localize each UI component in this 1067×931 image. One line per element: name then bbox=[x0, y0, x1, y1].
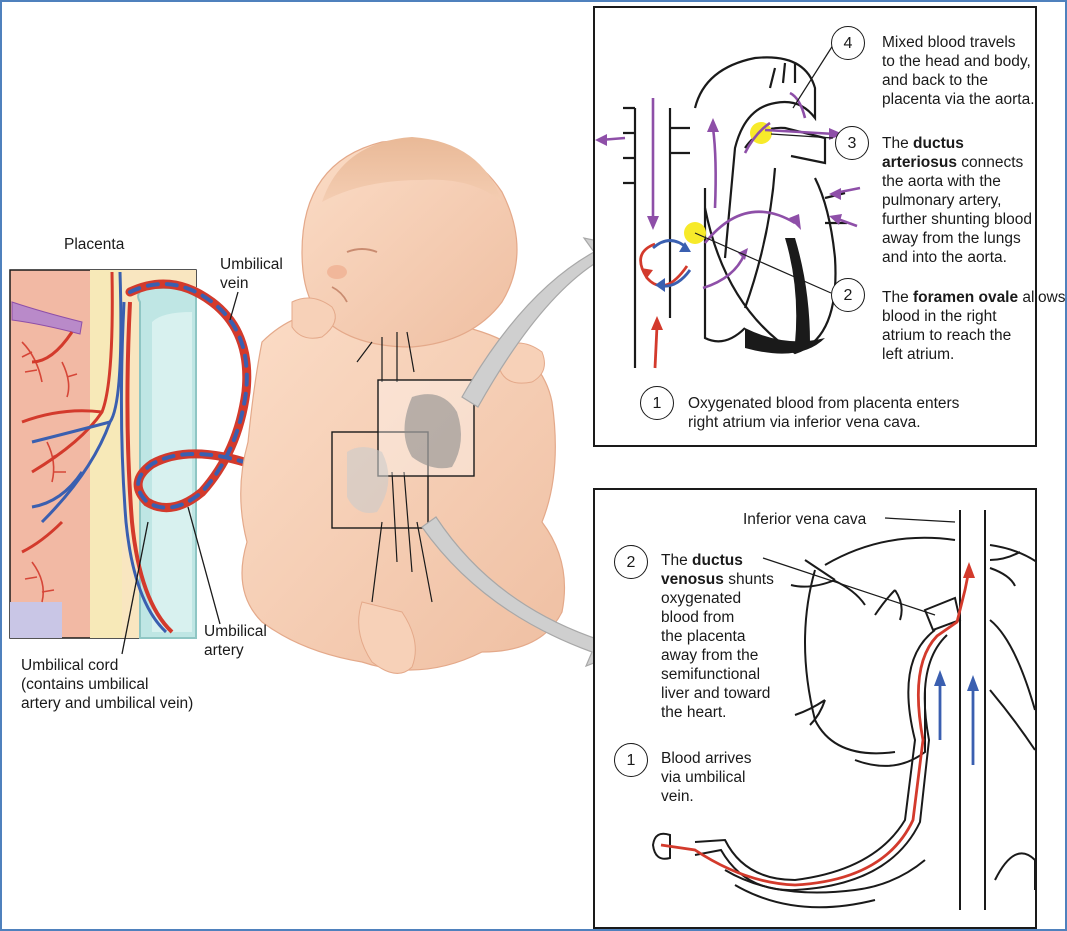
umbilical-vein-label: Umbilical vein bbox=[220, 256, 283, 292]
step-2-number: 2 bbox=[831, 278, 865, 312]
inferior-vena-cava-label: Inferior vena cava bbox=[743, 511, 867, 528]
liver-step-2-text: The ductus venosus shunts oxygenated blo… bbox=[661, 552, 774, 721]
pointer-lines bbox=[121, 291, 239, 655]
umbilical-cord-label: Umbilical cord (contains umbilical arter… bbox=[21, 657, 194, 712]
ductus-arteriosus-term: ductus arteriosus bbox=[882, 135, 964, 171]
fetus bbox=[240, 137, 566, 674]
foramen-ovale-term: foramen ovale bbox=[913, 289, 1019, 306]
step-2-text: The foramen ovale allows oxygenated bloo… bbox=[882, 289, 1066, 363]
liver-step-2-number: 2 bbox=[614, 545, 648, 579]
step-1-text: Oxygenated blood from placenta enters ri… bbox=[688, 395, 960, 431]
ductus-venosus-term: ductus venosus bbox=[661, 552, 743, 588]
step-4-text: Mixed blood travels to the head and body… bbox=[882, 34, 1035, 108]
umbilical-artery-label: Umbilical artery bbox=[204, 623, 267, 659]
placenta-label: Placenta bbox=[64, 236, 125, 253]
liver-panel: Inferior vena cava 2 The ductus venosus … bbox=[593, 488, 1037, 929]
step-1-number: 1 bbox=[640, 386, 674, 420]
heart-diagram bbox=[595, 41, 861, 369]
liver-diagram bbox=[651, 510, 1035, 910]
step-3-text: The ductus arteriosus connects the aorta… bbox=[882, 135, 1032, 266]
step-4-number: 4 bbox=[831, 26, 865, 60]
liver-step-1-text: Blood arrives via umbilical vein. bbox=[661, 750, 752, 805]
liver-step-1-number: 1 bbox=[614, 743, 648, 777]
step-3-number: 3 bbox=[835, 126, 869, 160]
heart-panel: 4 Mixed blood travels to the head and bo… bbox=[593, 6, 1065, 447]
